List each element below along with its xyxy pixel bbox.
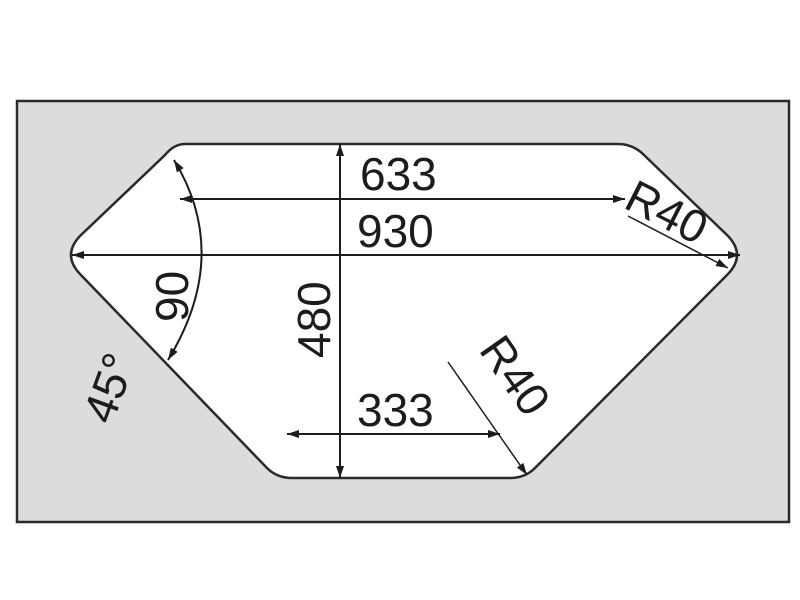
label-angle-90: 90 — [146, 271, 198, 322]
radius-leader-bottom — [447, 361, 528, 476]
label-633: 633 — [360, 148, 437, 200]
sink-outline — [69, 142, 739, 480]
radius-leader-top — [627, 215, 729, 269]
angle-arc-90 — [167, 159, 203, 361]
label-480: 480 — [288, 281, 340, 358]
label-333: 333 — [357, 384, 434, 436]
label-930: 930 — [357, 205, 434, 257]
